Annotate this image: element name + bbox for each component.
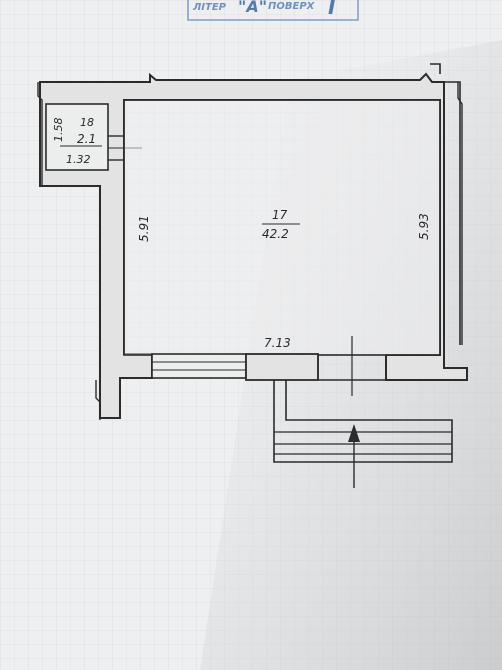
main-room-right-dim: 5.93	[417, 213, 431, 240]
stamp-label-liter: ЛІТЕР	[192, 2, 227, 13]
small-room-number: 18	[80, 116, 94, 129]
bottom-wall-pier	[245, 353, 319, 381]
small-room-18	[45, 103, 109, 171]
main-room-17	[123, 99, 441, 356]
outer-wall-line	[430, 63, 461, 345]
stairs-outline	[273, 380, 453, 463]
main-room-bottom-dim: 7.13	[264, 336, 291, 350]
small-room-area: 2.1	[77, 132, 96, 146]
outer-wall-break	[457, 82, 463, 345]
window-left	[151, 353, 247, 379]
stamp-floor-number: І	[328, 0, 336, 19]
small-room-height-dim: 1.58	[52, 118, 65, 143]
stamp-letter: "А"	[238, 0, 267, 16]
left-wall-break	[37, 82, 43, 186]
stamp-frame	[187, 0, 359, 21]
title-stamp: ЛІТЕР "А" ПОВЕРХ І	[187, 0, 359, 21]
bottom-left-wall-break	[95, 380, 101, 420]
small-room-width-dim: 1.32	[66, 153, 91, 166]
entrance-stairs	[273, 380, 453, 488]
main-room-number: 17	[272, 208, 288, 222]
stamp-label-floor: ПОВЕРХ	[268, 1, 316, 12]
main-room-area: 42.2	[262, 227, 289, 241]
stairs-arrow-icon	[348, 424, 360, 442]
main-room-left-dim: 5.91	[137, 215, 151, 242]
